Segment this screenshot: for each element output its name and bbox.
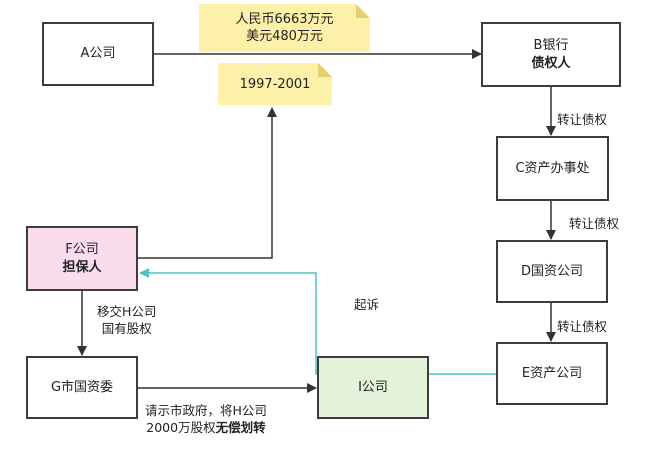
node-b-role: 债权人 <box>531 55 571 71</box>
node-f-role: 担保人 <box>62 259 102 275</box>
loan-amount-note: 人民币6663万元 美元480万元 <box>199 4 370 52</box>
node-b-label: B银行 <box>533 37 569 53</box>
edge-f-to-period-note <box>138 107 277 259</box>
node-f-guarantor: F公司 担保人 <box>26 226 138 291</box>
loan-period-note: 1997-2001 <box>218 63 332 105</box>
loan-period-text: 1997-2001 <box>239 76 311 92</box>
node-i-company: I公司 <box>317 356 429 419</box>
edge-label-handover-line2: 国有股权 <box>101 321 152 336</box>
node-f-label: F公司 <box>65 241 99 257</box>
edge-label-request-line2-bold: 无偿划转 <box>215 420 266 435</box>
node-c-label: C资产办事处 <box>515 160 590 176</box>
node-d-state-asset-company: D国资公司 <box>496 240 608 303</box>
loan-amount-rmb: 人民币6663万元 <box>235 12 334 27</box>
loan-amount-usd: 美元480万元 <box>246 29 323 44</box>
node-e-asset-company: E资产公司 <box>496 342 608 405</box>
node-a-label: A公司 <box>80 46 116 61</box>
edge-label-request-line2: 2000万股权无偿划转 <box>145 419 267 436</box>
edge-label-request-line2-prefix: 2000万股权 <box>146 420 216 435</box>
node-g-label: G市国资委 <box>50 379 114 395</box>
edge-label-handover-line1: 移交H公司 <box>97 304 157 319</box>
node-c-asset-office: C资产办事处 <box>496 136 609 201</box>
node-g-sasac: G市国资委 <box>26 356 138 419</box>
node-e-label: E资产公司 <box>521 365 583 381</box>
edge-label-transfer-de: 转让债权 <box>557 319 608 334</box>
edge-label-request: 请示市政府，将H公司 2000万股权无偿划转 <box>145 402 267 436</box>
node-i-label: I公司 <box>358 379 388 395</box>
edge-label-request-line1: 请示市政府，将H公司 <box>145 403 267 418</box>
edge-label-handover: 移交H公司 国有股权 <box>97 303 156 337</box>
node-b-bank: B银行 债权人 <box>481 22 621 87</box>
node-a-company: A公司 <box>42 22 154 86</box>
edge-label-transfer-bc: 转让债权 <box>557 112 608 127</box>
node-d-label: D国资公司 <box>520 263 583 279</box>
edge-label-lawsuit: 起诉 <box>354 297 380 312</box>
edge-label-transfer-cd: 转让债权 <box>569 216 620 231</box>
